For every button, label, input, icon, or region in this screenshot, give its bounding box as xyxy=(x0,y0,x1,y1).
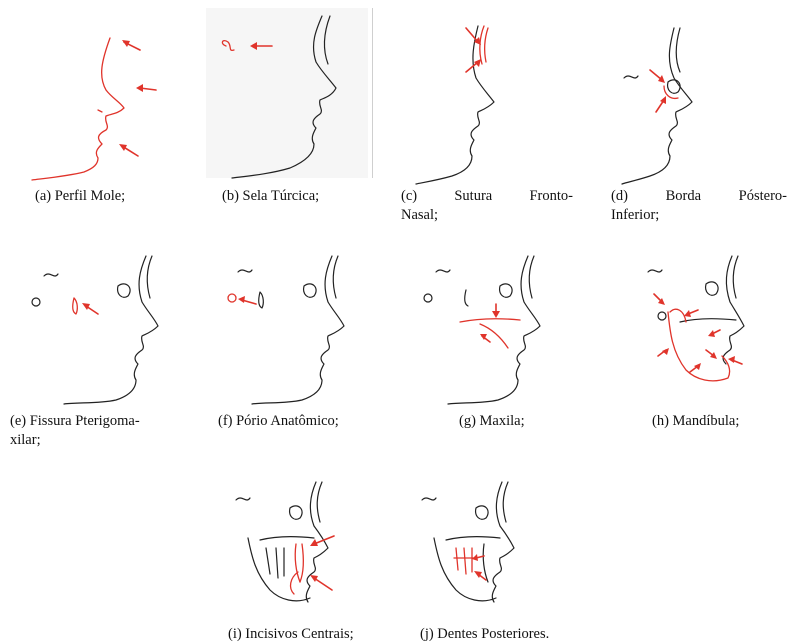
caption-d: (d) Borda Póstero- Inferior; xyxy=(611,187,787,225)
panel-h-image xyxy=(640,252,760,402)
panel-g-image xyxy=(420,252,560,402)
panel-c-image xyxy=(408,20,528,180)
caption-e: (e) Fissura Pterigoma- xilar; xyxy=(10,412,140,450)
panel-i-image xyxy=(226,478,346,618)
caption-f: (f) Pório Anatômico; xyxy=(218,412,339,431)
caption-e-line1: (e) Fissura Pterigoma- xyxy=(10,413,140,429)
caption-c: (c) Sutura Fronto- Nasal; xyxy=(401,187,573,225)
panel-b-image xyxy=(206,8,368,178)
panel-f-image xyxy=(222,252,362,402)
caption-c-line2: Nasal; xyxy=(401,206,573,225)
panel-a-image xyxy=(28,28,168,178)
caption-a: (a) Perfil Mole; xyxy=(35,187,125,206)
caption-j: (j) Dentes Posteriores. xyxy=(420,625,549,644)
panel-d-image xyxy=(618,22,738,182)
panel-j-image xyxy=(412,478,532,618)
column-divider xyxy=(372,8,373,178)
caption-d-line2: Inferior; xyxy=(611,206,787,225)
caption-g: (g) Maxila; xyxy=(459,412,525,431)
caption-h: (h) Mandíbula; xyxy=(652,412,739,431)
panel-e-image xyxy=(28,252,168,402)
caption-c-line1: (c) Sutura Fronto- xyxy=(401,188,573,204)
caption-d-line1: (d) Borda Póstero- xyxy=(611,188,787,204)
caption-b: (b) Sela Túrcica; xyxy=(222,187,319,206)
caption-i: (i) Incisivos Centrais; xyxy=(228,625,354,644)
caption-e-line2: xilar; xyxy=(10,432,41,448)
